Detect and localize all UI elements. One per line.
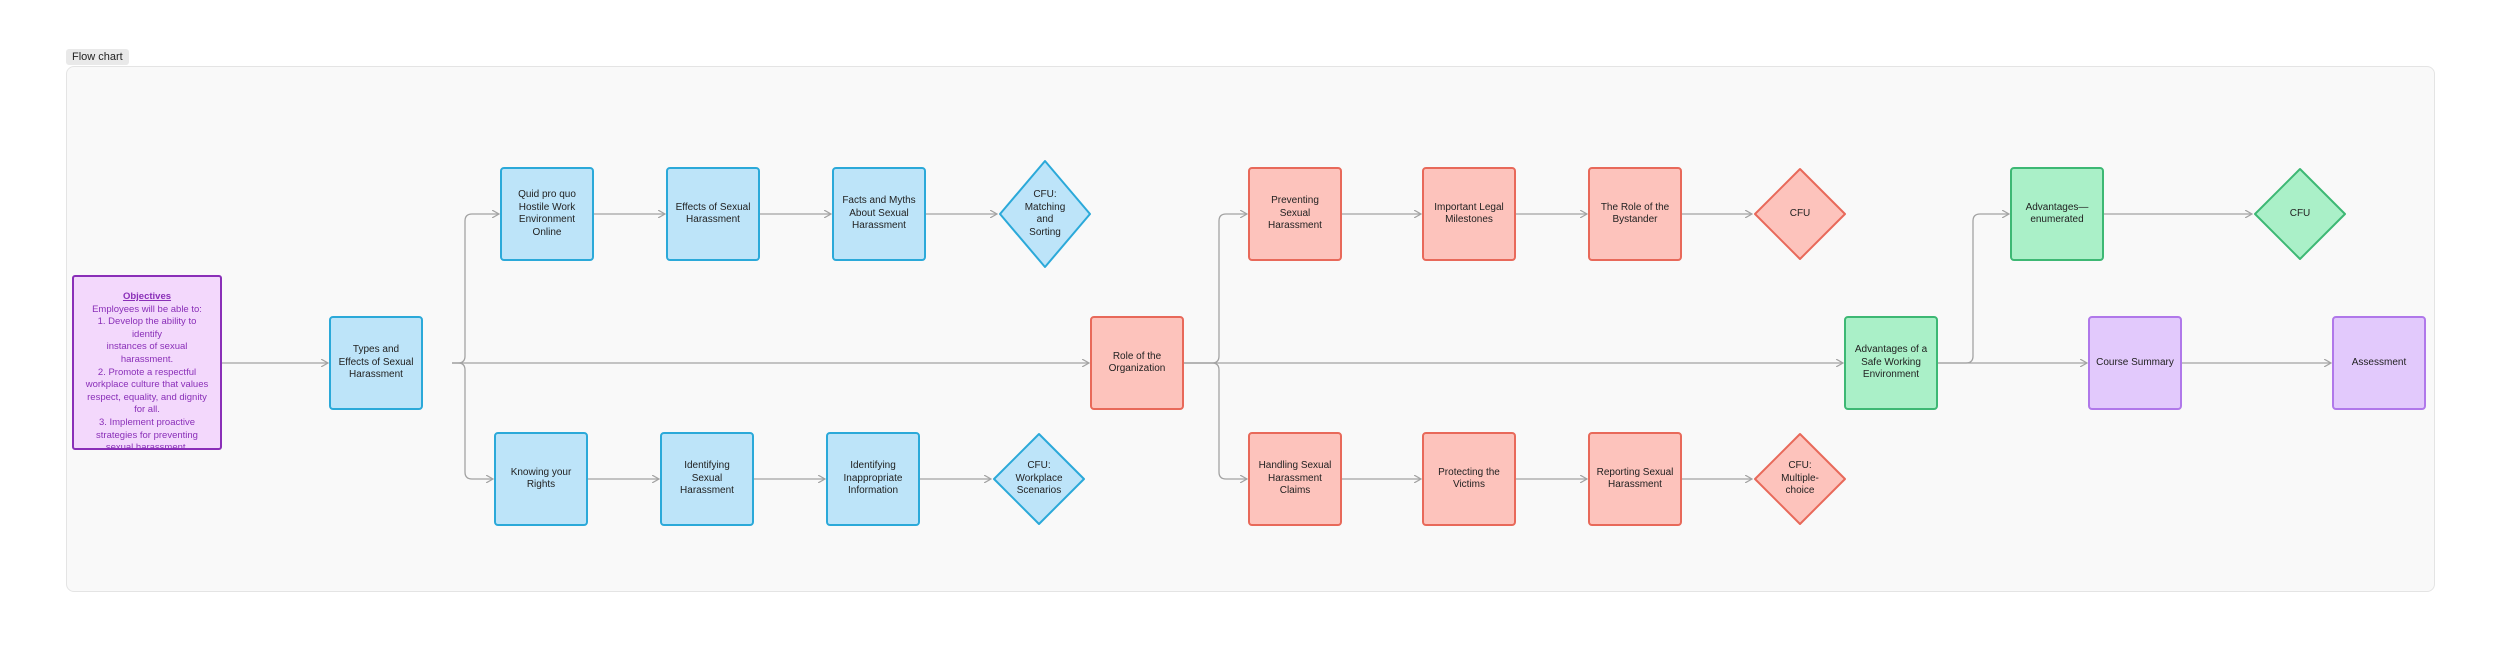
- node-assessment[interactable]: Assessment: [2332, 316, 2426, 410]
- node-legal-milestones[interactable]: Important Legal Milestones: [1422, 167, 1516, 261]
- node-label: Assessment: [2351, 356, 2407, 368]
- node-effects[interactable]: Effects of Sexual Harassment: [666, 167, 760, 261]
- node-advantages-enumerated[interactable]: Advantages—enumerated: [2010, 167, 2104, 261]
- node-label: Handling Sexual Harassment Claims: [1258, 460, 1332, 497]
- objectives-line: workplace culture that values: [85, 379, 209, 391]
- node-label: Course Summary: [2096, 356, 2174, 368]
- node-label: Identifying Inappropriate Information: [843, 460, 903, 497]
- node-types-effects[interactable]: Types and Effects of Sexual Harassment: [329, 316, 423, 410]
- node-bystander[interactable]: The Role of the Bystander: [1588, 167, 1682, 261]
- objectives-line: 2. Promote a respectful: [97, 366, 197, 378]
- node-label: Reporting Sexual Harassment: [1596, 466, 1674, 491]
- node-label: Identifying Sexual Harassment: [680, 460, 734, 497]
- node-label: Role of the Organization: [1108, 350, 1166, 375]
- objectives-line: Employees will be able to:: [92, 303, 202, 315]
- decision-cfu-red[interactable]: CFU: [1753, 159, 1847, 269]
- diamond-shape: [999, 160, 1091, 268]
- node-label: CFU: [1789, 207, 1811, 219]
- decision-cfu-green[interactable]: CFU: [2253, 159, 2347, 269]
- decision-cfu-multiple-choice[interactable]: CFU: Multiple-choice: [1753, 424, 1847, 534]
- objectives-box[interactable]: Objectives Employees will be able to: 1.…: [72, 275, 222, 453]
- node-identifying-information[interactable]: Identifying Inappropriate Information: [826, 432, 920, 526]
- node-quid-pro-quo[interactable]: Quid pro quo Hostile Work Environment On…: [500, 167, 594, 261]
- node-label: Advantages—enumerated: [2025, 201, 2089, 226]
- objectives-line: respect, equality, and dignity: [87, 391, 207, 403]
- node-handling-claims[interactable]: Handling Sexual Harassment Claims: [1248, 432, 1342, 526]
- objectives-line: 1. Develop the ability to identify: [97, 316, 197, 340]
- diamond-shape: [1754, 433, 1846, 525]
- node-label: CFU: Workplace Scenarios: [1015, 460, 1063, 497]
- node-label: Protecting the Victims: [1438, 466, 1500, 491]
- node-label: The Role of the Bystander: [1600, 201, 1670, 226]
- edge-role-to-preventing: [1183, 214, 1247, 364]
- diamond-shape: [993, 433, 1085, 525]
- objectives-line: instances of sexual: [106, 341, 188, 353]
- node-knowing-rights[interactable]: Knowing your Rights: [494, 432, 588, 526]
- node-label: Knowing your Rights: [510, 466, 572, 491]
- objectives-line: harassment.: [120, 353, 174, 365]
- node-label: Facts and Myths About Sexual Harassment: [842, 195, 916, 232]
- diamond-shape: [1754, 168, 1846, 260]
- node-label: Quid pro quo Hostile Work Environment On…: [518, 189, 576, 238]
- decision-cfu-matching[interactable]: CFU: Matching and Sorting: [998, 159, 1092, 269]
- node-label: Types and Effects of Sexual Harassment: [338, 344, 414, 381]
- node-label: CFU: Matching and Sorting: [1024, 189, 1066, 238]
- edge-types-to-quid: [452, 214, 499, 364]
- node-facts-myths[interactable]: Facts and Myths About Sexual Harassment: [832, 167, 926, 261]
- objectives-line: sexual harassment.: [105, 442, 189, 454]
- objectives-line: strategies for preventing: [96, 429, 198, 441]
- edge-advantages-to-enum: [1937, 214, 2009, 364]
- node-reporting[interactable]: Reporting Sexual Harassment: [1588, 432, 1682, 526]
- objectives-title: Objectives: [122, 291, 172, 302]
- node-label: Important Legal Milestones: [1434, 201, 1504, 226]
- decision-cfu-workplace[interactable]: CFU: Workplace Scenarios: [992, 424, 1086, 534]
- node-role-organization[interactable]: Role of the Organization: [1090, 316, 1184, 410]
- objectives-line: 3. Implement proactive: [98, 416, 196, 428]
- edge-types-to-knowing: [452, 362, 493, 479]
- diamond-shape: [2254, 168, 2346, 260]
- node-advantages-safe[interactable]: Advantages of a Safe Working Environment: [1844, 316, 1938, 410]
- objectives-line: for all.: [134, 404, 160, 416]
- frame-title[interactable]: Flow chart: [66, 49, 129, 65]
- edge-role-to-handling: [1183, 362, 1247, 479]
- node-identifying-harassment[interactable]: Identifying Sexual Harassment: [660, 432, 754, 526]
- node-label: Effects of Sexual Harassment: [675, 201, 751, 226]
- node-label: Preventing Sexual Harassment: [1268, 195, 1322, 232]
- node-preventing[interactable]: Preventing Sexual Harassment: [1248, 167, 1342, 261]
- node-label: CFU: Multiple-choice: [1781, 460, 1819, 497]
- node-label: Advantages of a Safe Working Environment: [1854, 344, 1928, 381]
- node-protecting-victims[interactable]: Protecting the Victims: [1422, 432, 1516, 526]
- node-label: CFU: [2289, 207, 2311, 219]
- node-course-summary[interactable]: Course Summary: [2088, 316, 2182, 410]
